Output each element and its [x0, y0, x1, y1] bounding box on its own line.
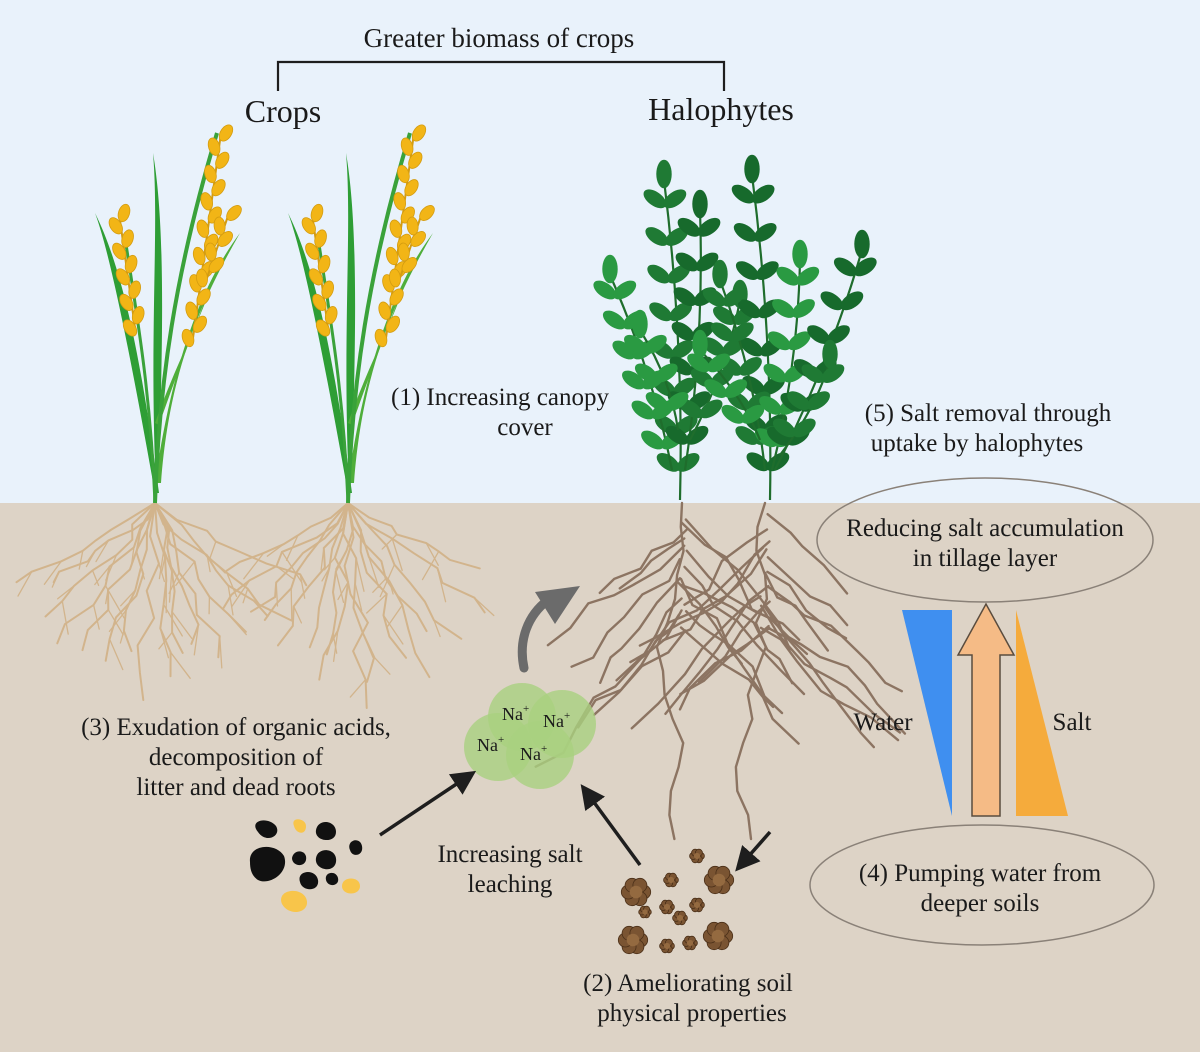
upward-flow-arrow: [956, 602, 1016, 817]
halophyte-plants: [593, 154, 877, 501]
exudation-line1: (3) Exudation of organic acids,: [81, 714, 391, 741]
salt-wedge: [1016, 610, 1068, 816]
crop-roots: [15, 502, 495, 709]
soil-aggregates: [617, 848, 735, 955]
na-ion-1: Na+: [502, 703, 529, 724]
water-wedge: [902, 610, 952, 816]
na-ion-2: Na+: [543, 710, 570, 731]
soil-props-line2: physical properties: [597, 1000, 787, 1027]
curved-arrow-head: [535, 586, 580, 624]
halophyte-roots: [534, 501, 907, 841]
reducing-ellipse: [816, 477, 1154, 603]
canopy-label-line1: (1) Increasing canopy: [391, 384, 609, 411]
soil-props-line1: (2) Ameliorating soil: [583, 970, 793, 997]
exudation-line2: decomposition of: [149, 744, 324, 771]
leaching-line1: Increasing salt: [437, 841, 582, 868]
curved-arrow-up: [517, 595, 553, 673]
sky-background: [0, 0, 1200, 503]
crop-plant-1: [95, 124, 242, 504]
biomass-title: Greater biomass of crops: [364, 23, 635, 53]
pumping-ellipse: [809, 824, 1155, 946]
pumping-line2: deeper soils: [921, 890, 1040, 917]
crops-label: Crops: [245, 93, 321, 129]
biomass-bracket: [276, 60, 726, 91]
na-ion-3: Na+: [477, 734, 504, 755]
arrow-root-to-aggregates: [735, 830, 772, 872]
salt-removal-line1: (5) Salt removal through: [865, 400, 1112, 427]
na-ion-4: Na+: [520, 743, 547, 764]
reducing-line2: in tillage layer: [913, 545, 1058, 572]
reducing-line1: Reducing salt accumulation: [846, 515, 1124, 542]
organic-matter-particles: [249, 819, 363, 912]
water-label: Water: [853, 709, 913, 736]
arrow-organic-to-na: [379, 770, 477, 837]
arrow-soil-to-na: [580, 784, 642, 867]
crop-plant-2: [288, 124, 435, 504]
halophytes-label: Halophytes: [648, 91, 794, 127]
na-ion-cluster: Na+ Na+ Na+ Na+: [464, 683, 596, 789]
salt-removal-line2: uptake by halophytes: [871, 430, 1083, 457]
pumping-line1: (4) Pumping water from: [859, 860, 1102, 887]
exudation-line3: litter and dead roots: [136, 774, 335, 801]
salt-label: Salt: [1053, 709, 1092, 736]
canopy-label-line2: cover: [497, 414, 553, 441]
leaching-line2: leaching: [468, 871, 553, 898]
